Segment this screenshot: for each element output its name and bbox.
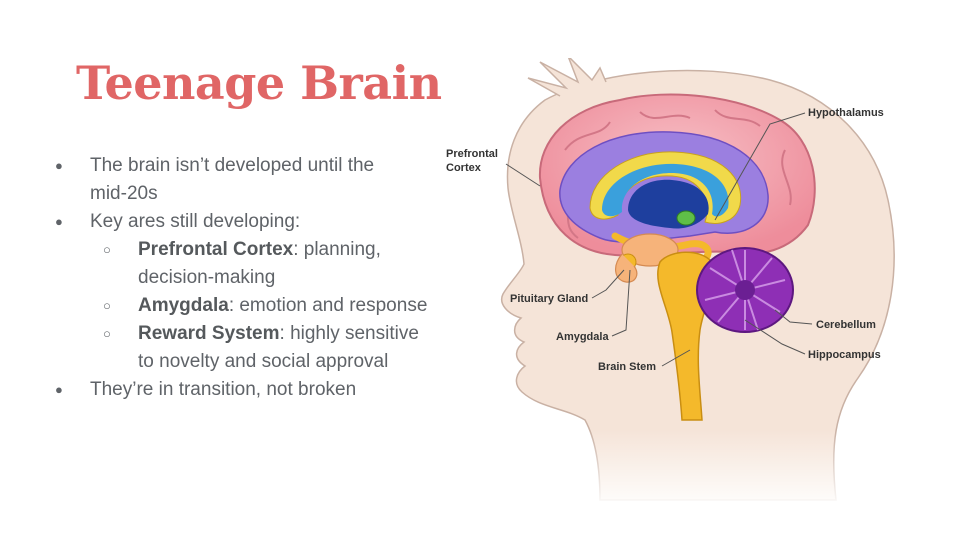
label-hypothalamus: Hypothalamus	[808, 107, 884, 119]
bullet-marker: ●	[55, 158, 63, 173]
bullet-list: ● The brain isn’t developed until the mi…	[0, 152, 440, 404]
sub-bullet-text: : emotion and response	[228, 295, 428, 316]
bullet-item: ● Key ares still developing:	[0, 208, 440, 236]
sub-bullet-text: : planning,	[293, 239, 381, 260]
bullet-text: Key ares still developing:	[90, 211, 301, 232]
bullet-item: ● The brain isn’t developed until the mi…	[0, 152, 440, 208]
hair-tuft	[527, 58, 607, 97]
label-prefrontal-cortex-line2: Cortex	[446, 162, 482, 174]
sub-bullet-marker: ○	[103, 298, 111, 313]
sub-bullet-text-continued: decision-making	[138, 267, 276, 288]
hippocampus-region	[676, 210, 696, 226]
sub-bullet-text: : highly sensitive	[279, 323, 419, 344]
label-pituitary-gland: Pituitary Gland	[510, 293, 588, 305]
pituitary-gland-region	[615, 253, 638, 283]
bullet-marker: ●	[55, 382, 63, 397]
brain-diagram-svg: Prefrontal Cortex Hypothalamus Pituitary…	[438, 58, 918, 510]
sub-bullet-term: Prefrontal Cortex	[138, 239, 294, 260]
blue-band	[602, 163, 729, 217]
sub-bullet-marker: ○	[103, 242, 111, 257]
bullet-item: ● They’re in transition, not broken	[0, 376, 440, 404]
label-amygdala: Amygdala	[556, 331, 609, 343]
sub-bullet-text-continued: to novelty and social approval	[138, 351, 389, 372]
bullet-text: The brain isn’t developed until the	[90, 155, 375, 176]
bullet-marker: ●	[55, 214, 63, 229]
cerebellum-region	[696, 247, 794, 333]
sub-bullet-item: ○ Prefrontal Cortex: planning, decision-…	[0, 236, 440, 292]
brain-diagram: Prefrontal Cortex Hypothalamus Pituitary…	[438, 58, 918, 510]
sub-bullet-term: Amygdala	[138, 295, 229, 316]
image-fade	[438, 430, 918, 510]
bullet-text: They’re in transition, not broken	[90, 379, 357, 400]
bullet-text-continued: mid-20s	[90, 183, 158, 204]
sub-bullet-term: Reward System	[138, 323, 280, 344]
sub-bullet-marker: ○	[103, 326, 111, 341]
sub-bullet-item: ○ Reward System: highly sensitive to nov…	[0, 320, 440, 376]
label-cerebellum: Cerebellum	[816, 319, 876, 331]
cortex-gyri	[559, 109, 792, 239]
label-brain-stem: Brain Stem	[598, 361, 656, 373]
sub-bullet-item: ○ Amygdala: emotion and response	[0, 292, 440, 320]
leader-lines	[505, 112, 813, 367]
label-hippocampus: Hippocampus	[808, 349, 881, 361]
slide-title: Teenage Brain	[76, 56, 442, 110]
label-prefrontal-cortex: Prefrontal	[446, 148, 498, 160]
